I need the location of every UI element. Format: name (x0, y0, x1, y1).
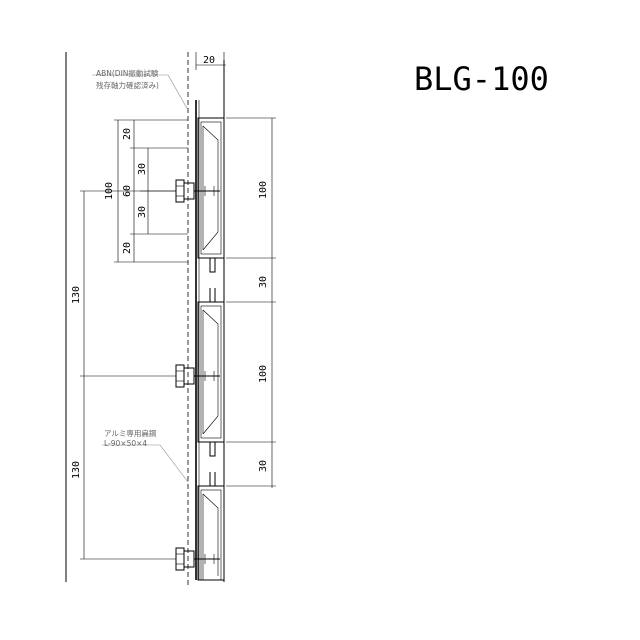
bracket-detail-dimensions: 100 20 60 20 30 30 (104, 119, 188, 263)
detail-20-bottom-label: 20 (122, 242, 133, 254)
angle-note: アルミ専用扁鋼 L-90×50×4 (102, 428, 189, 483)
louver-panel-1 (197, 117, 225, 273)
angle-note-line2: L-90×50×4 (104, 439, 147, 448)
pitch-1-label: 130 (71, 286, 82, 304)
detail-30a-label: 30 (137, 163, 148, 175)
panel-1-label: 100 (258, 181, 269, 199)
top-gap-dimension: 20 (195, 52, 226, 70)
panel-height-dimensions: 100 30 100 30 (226, 117, 276, 488)
detail-30b-label: 30 (137, 206, 148, 218)
top-gap-label: 20 (203, 55, 215, 66)
louver-panel-2 (197, 288, 225, 457)
drawing-title: BLG-100 (414, 60, 549, 98)
panel-2-label: 100 (258, 365, 269, 383)
gap-1-label: 30 (258, 276, 269, 288)
pitch-2-label: 130 (71, 461, 82, 479)
louver-panel-3 (197, 472, 225, 581)
detail-60-label: 60 (122, 185, 133, 197)
anchor-note-line1: ABN(DIN振動試験 (96, 68, 159, 78)
anchor-note: ABN(DIN振動試験 残存軸力確認済み) (92, 68, 189, 111)
anchor-note-line2: 残存軸力確認済み) (96, 80, 159, 90)
anchor-bolt-2 (175, 364, 220, 388)
angle-note-line1: アルミ専用扁鋼 (104, 428, 156, 438)
gap-2-label: 30 (258, 460, 269, 472)
detail-100-label: 100 (104, 182, 115, 200)
bolt-pitch-dimension: 130 130 (71, 190, 176, 560)
detail-20-top-label: 20 (122, 128, 133, 140)
angle-bracket (195, 100, 200, 580)
